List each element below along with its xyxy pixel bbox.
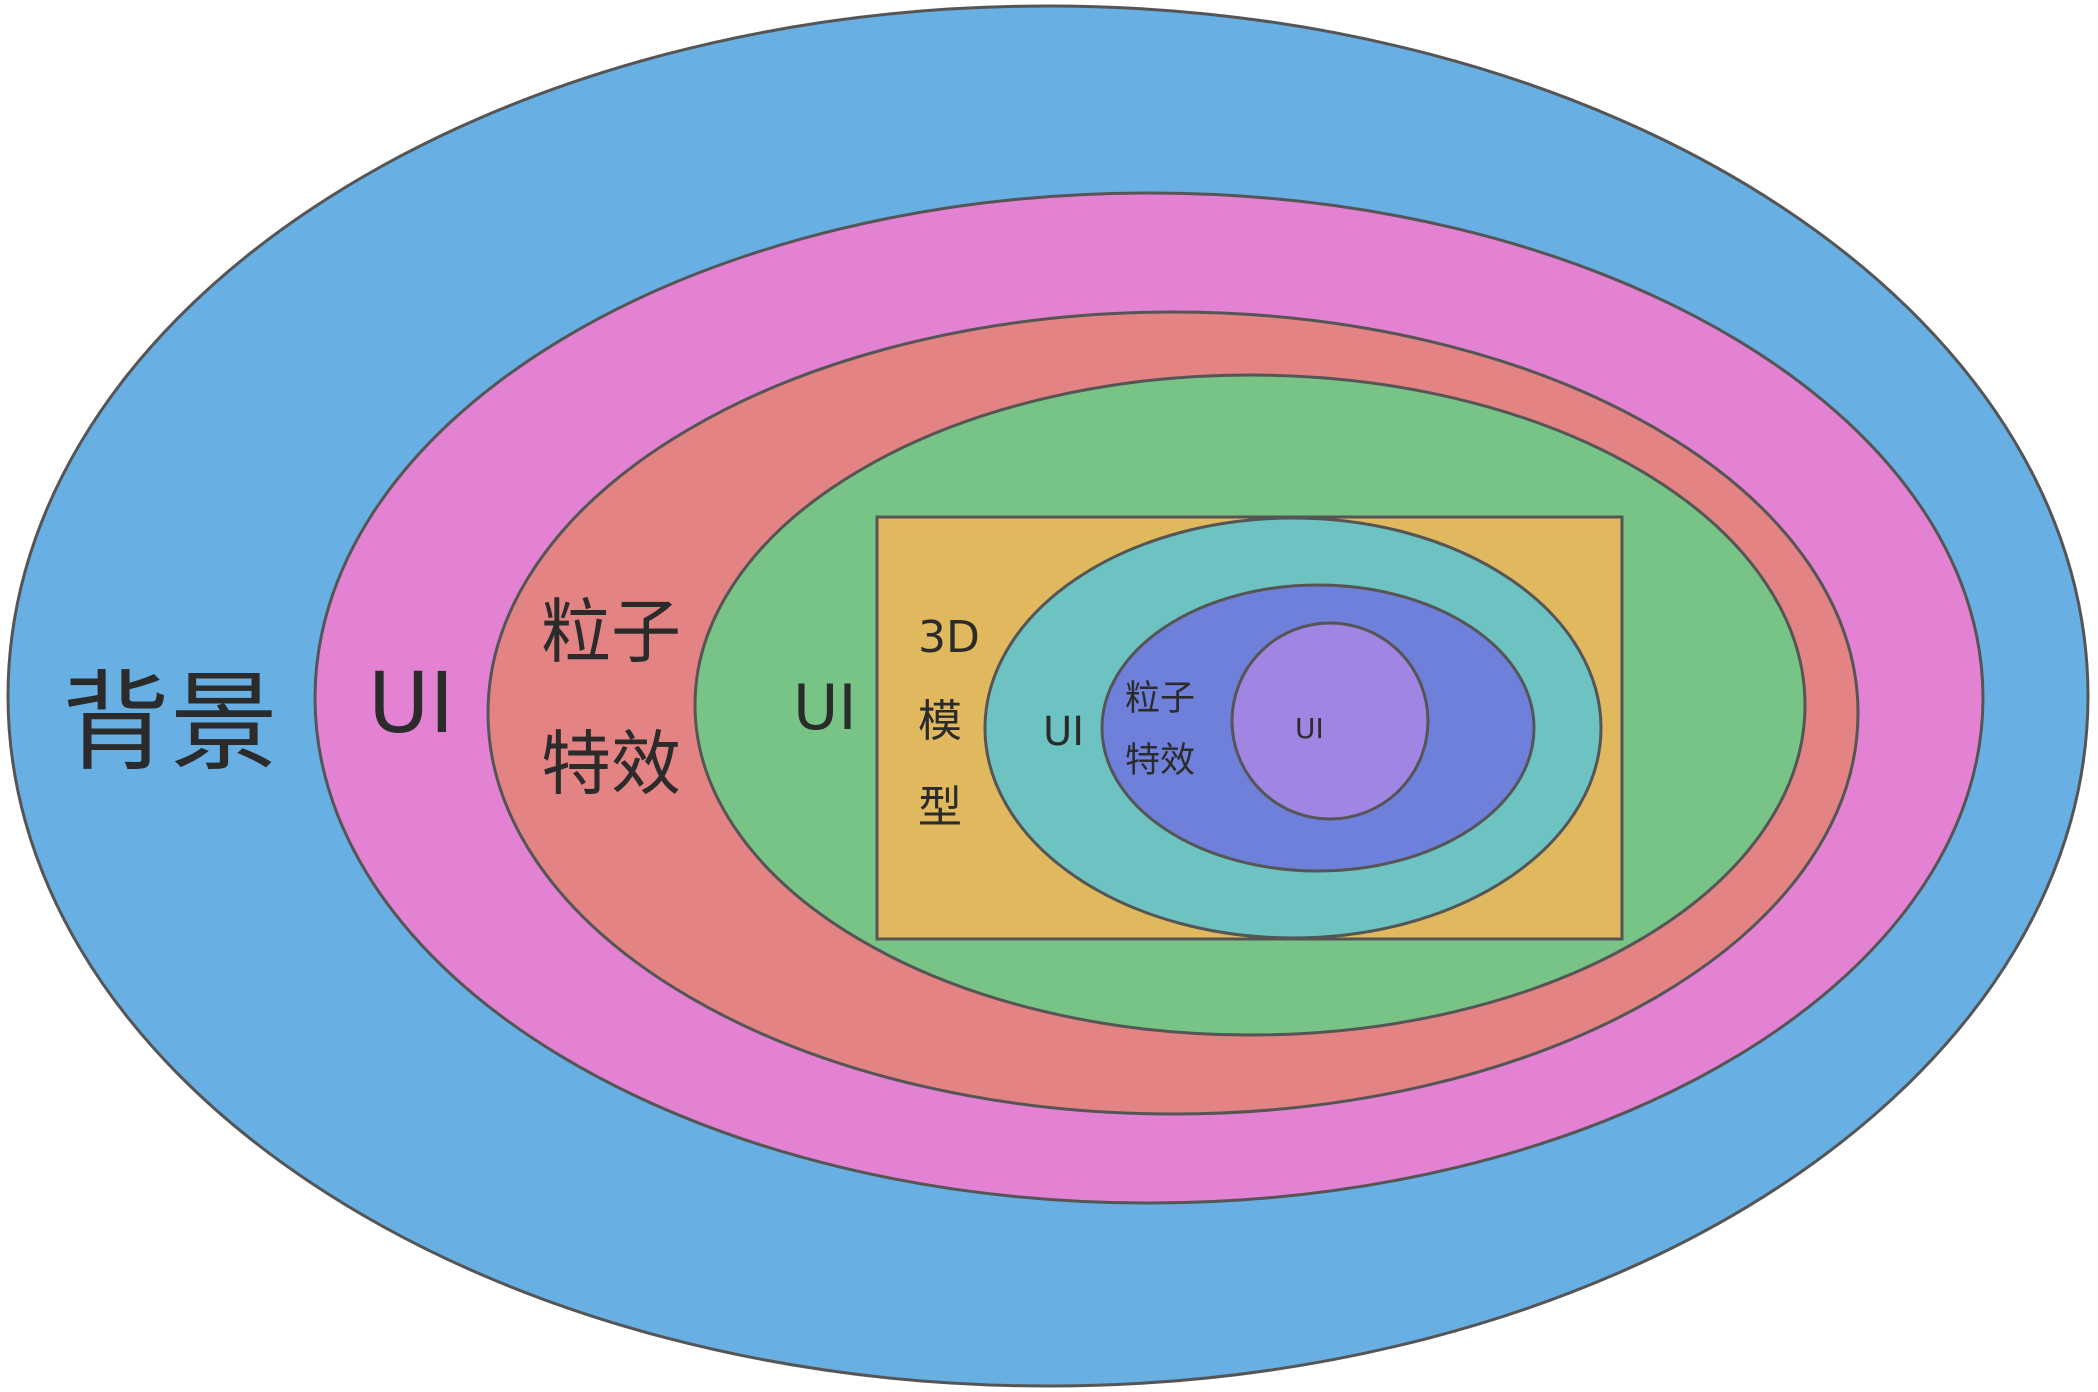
layer-background-label: 背景 [62,661,278,786]
layer-particle-2-label-line-2: 特效 [1125,741,1195,781]
layer-ui-4-shape [1230,621,1430,821]
layer-ui-1-label: UI [368,654,454,752]
layer-ui-4: UI [1230,621,1430,821]
layer-ui-3-label: UI [1043,709,1084,755]
layer-particle-2-label-line-1: 粒子 [1125,679,1195,719]
layer-model-3d-label-line-3: 型 [918,782,962,833]
layer-ui-2-label: UI [793,671,857,744]
layer-model-3d-label-line-2: 模 [918,696,962,747]
layer-particle-1-label-line-1: 粒子 [541,591,681,673]
layer-ui-4-label: UI [1295,712,1324,745]
layer-particle-1-label-line-2: 特效 [541,723,681,805]
layer-model-3d-label-line-1: 3D [918,612,980,663]
